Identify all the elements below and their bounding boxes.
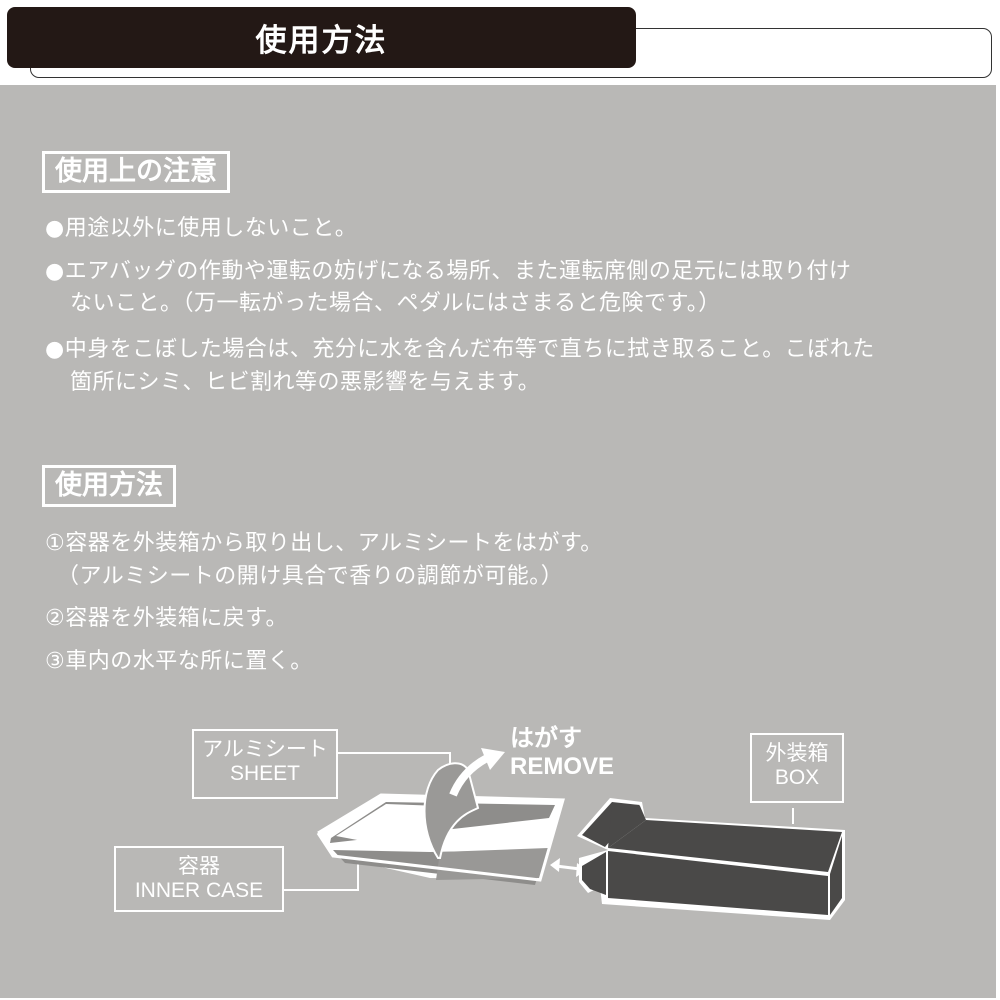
caution-item-1: ●用途以外に使用しないこと。 (45, 216, 358, 241)
case-leader-line (282, 860, 359, 891)
usage-heading: 使用方法 (42, 465, 176, 507)
sheet-label-jp: アルミシート (202, 738, 328, 761)
caution-item-2-line-2: ないこと。（万一転がった場合、ペダルにはさまると危険です。） (70, 291, 721, 316)
sheet-label-en: SHEET (229, 762, 300, 785)
usage-step-1-line-1: ①容器を外装箱から取り出し、アルミシートをはがす。 (45, 531, 603, 556)
case-label-en: INNER CASE (134, 879, 264, 902)
case-label-box: 容器 INNER CASE (114, 846, 284, 912)
aluminum-sheet-icon (423, 762, 480, 859)
remove-arrow-icon (449, 748, 505, 797)
page-title: 使用方法 (255, 23, 388, 59)
sheet-label-box: アルミシート SHEET (192, 729, 338, 799)
caution-item-2-line-1: ●エアバッグの作動や運転の妨げになる場所、また運転席側の足元には取り付け (45, 259, 852, 284)
remove-label-jp: はがす (510, 725, 582, 752)
page-title-banner: 使用方法 (7, 7, 636, 68)
caution-item-3-line-2: 箇所にシミ、ヒビ割れ等の悪影響を与えます。 (70, 370, 541, 395)
cautions-heading: 使用上の注意 (42, 151, 230, 193)
usage-step-1-line-2: （アルミシートの開け具合で香りの調節が可能。） (57, 564, 564, 589)
box-label-en: BOX (774, 766, 820, 789)
box-label-box: 外装箱 BOX (750, 733, 844, 803)
remove-label-en: REMOVE (510, 753, 615, 780)
remove-label: はがす REMOVE (510, 725, 614, 781)
caution-item-3-line-1: ●中身をこぼした場合は、充分に水を含んだ布等で直ちに拭き取ること。こぼれた (45, 337, 875, 362)
case-label-jp: 容器 (178, 855, 220, 878)
box-label-jp: 外装箱 (765, 742, 829, 765)
outer-box-icon (577, 798, 845, 920)
usage-step-3: ③車内の水平な所に置く。 (45, 649, 313, 674)
usage-step-2: ②容器を外装箱に戻す。 (45, 606, 289, 631)
